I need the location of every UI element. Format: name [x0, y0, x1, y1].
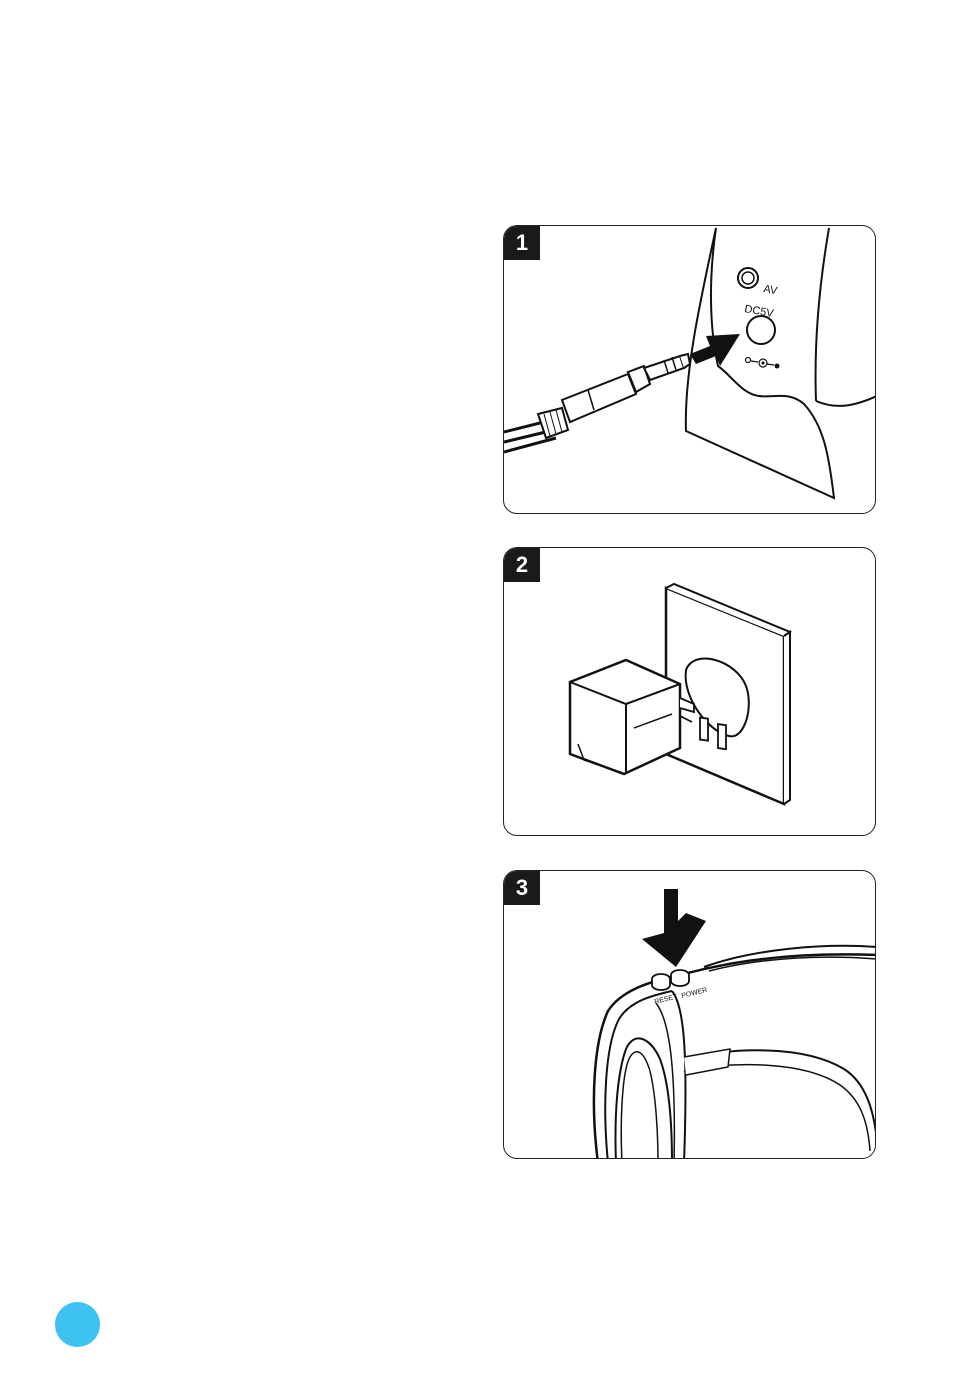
polarity-symbol-icon: [746, 358, 780, 369]
step-3-panel: 3 RESET POWER: [503, 870, 876, 1159]
step-2-illustration: [504, 548, 876, 836]
page-marker-dot: [55, 1302, 100, 1347]
camera-body: [594, 946, 876, 1159]
power-plug: [504, 354, 690, 452]
dc-jack: [747, 316, 775, 344]
av-jack: [738, 268, 758, 288]
wall-outlet: [666, 584, 790, 804]
av-label: AV: [762, 283, 778, 297]
step-1-illustration: AV DC5V: [504, 226, 876, 514]
device-body: [686, 228, 834, 498]
step-1-panel: 1 AV DC5V: [503, 225, 876, 514]
press-arrow-icon: [642, 889, 706, 967]
power-label: POWER: [681, 987, 708, 1000]
step-2-panel: 2: [503, 547, 876, 836]
step-3-illustration: RESET POWER: [504, 871, 876, 1159]
